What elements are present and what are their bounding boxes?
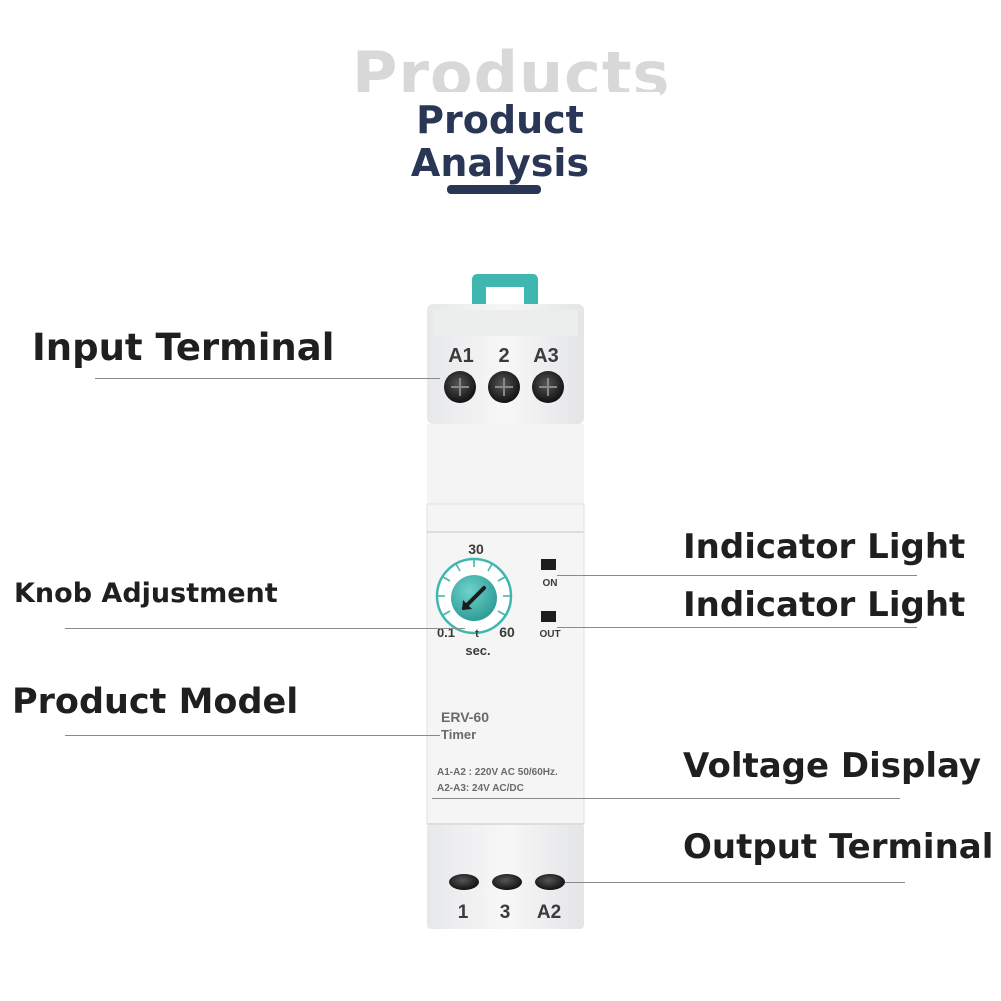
model-type: Timer: [441, 727, 476, 742]
dial-label-end: 60: [499, 624, 515, 640]
callout-line-knob: [65, 628, 465, 629]
callout-line-output: [565, 882, 905, 883]
terminal-label-3: 3: [500, 902, 511, 923]
label-input-terminal: Input Terminal: [32, 326, 335, 369]
page-title-line1: Product: [416, 98, 584, 142]
led-on-indicator: [541, 559, 556, 570]
led-on-label: ON: [543, 578, 558, 589]
callout-line-model: [65, 735, 440, 736]
time-adjust-knob[interactable]: [451, 575, 497, 621]
output-terminal-screw-1[interactable]: [449, 874, 479, 890]
title-backdrop: [340, 92, 660, 187]
callout-line-indicator-1: [557, 575, 917, 576]
terminal-label-1: 1: [458, 902, 469, 923]
label-product-model: Product Model: [12, 682, 299, 722]
led-out-indicator: [541, 611, 556, 622]
terminal-label-a3: A3: [533, 345, 559, 367]
upper-shoulder: [427, 424, 584, 504]
output-terminal-screw-a2[interactable]: [535, 874, 565, 890]
terminal-cover-top: [433, 310, 578, 336]
dial-label-t: t: [475, 628, 479, 640]
terminal-label-a2: A2: [537, 902, 561, 923]
led-out-label: OUT: [539, 629, 560, 640]
voltage-line-1: A1-A2 : 220V AC 50/60Hz.: [437, 767, 558, 778]
model-name: ERV-60: [441, 709, 489, 725]
callout-line-indicator-2: [557, 627, 917, 628]
dial-label-max: 30: [468, 541, 484, 557]
page-title-line2: Analysis: [410, 141, 590, 185]
label-output-terminal: Output Terminal: [683, 827, 994, 867]
label-indicator-light-1: Indicator Light: [683, 527, 966, 567]
title-underline: [447, 185, 541, 194]
voltage-line-2: A2-A3: 24V AC/DC: [437, 783, 524, 794]
dial-unit: sec.: [465, 643, 490, 658]
input-terminal-screw-a1[interactable]: [444, 371, 476, 403]
callout-line-input: [95, 378, 440, 379]
label-voltage-display: Voltage Display: [683, 746, 982, 786]
label-indicator-light-2: Indicator Light: [683, 585, 966, 625]
input-terminal-screw-2[interactable]: [488, 371, 520, 403]
terminal-label-2: 2: [498, 345, 509, 367]
output-terminal-screw-3[interactable]: [492, 874, 522, 890]
terminal-label-a1: A1: [448, 345, 474, 367]
dial-ticks: [437, 559, 511, 616]
front-panel: [426, 503, 585, 825]
input-terminal-screw-a3[interactable]: [532, 371, 564, 403]
callout-line-voltage: [432, 798, 900, 799]
label-knob-adjustment: Knob Adjustment: [14, 578, 278, 609]
